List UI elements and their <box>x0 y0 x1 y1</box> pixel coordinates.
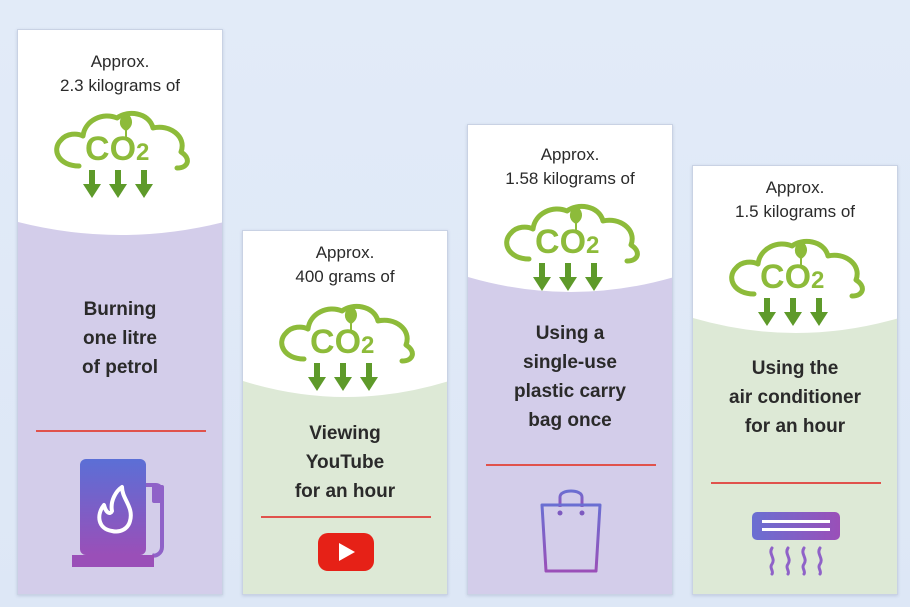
card-background <box>468 277 672 594</box>
co2-cloud-icon: CO2 <box>266 301 426 401</box>
card-youtube: Approx. 400 grams of CO2 Viewing YouTube… <box>242 230 448 595</box>
co2-c: C <box>85 130 110 168</box>
co2-cloud-icon: CO2 <box>41 108 201 208</box>
emission-amount: Approx. 400 grams of <box>295 243 395 286</box>
fuel-pump-icon <box>72 459 164 567</box>
co2-sub: 2 <box>586 232 600 259</box>
co2-o: O <box>559 223 587 261</box>
emission-amount: Approx. 2.3 kilograms of <box>60 52 180 95</box>
co2-cloud-icon: CO2 <box>716 236 876 336</box>
co2-c: C <box>535 223 560 261</box>
card-plastic-bag: Approx. 1.58 kilograms of CO2 Using a si… <box>467 124 673 595</box>
co2-sub: 2 <box>136 139 150 166</box>
divider <box>261 516 431 518</box>
co2-o: O <box>334 323 362 361</box>
card-background <box>693 318 897 594</box>
card-air-conditioner: Approx. 1.5 kilograms of CO2 Using the a… <box>692 165 898 595</box>
co2-o: O <box>784 258 812 296</box>
card-background <box>243 381 447 594</box>
shopping-bag-icon <box>540 489 602 573</box>
youtube-icon <box>318 533 374 571</box>
divider <box>486 464 656 466</box>
card-petrol: Approx. 2.3 kilograms of CO2 Burning one… <box>17 29 223 595</box>
co2-sub: 2 <box>361 332 375 359</box>
co2-c: C <box>760 258 785 296</box>
co2-c: C <box>310 323 335 361</box>
divider <box>36 430 206 432</box>
co2-sub: 2 <box>811 267 825 294</box>
activity-title: Burning one litre of petrol <box>82 299 158 378</box>
activity-title: Using the air conditioner for an hour <box>729 358 861 437</box>
co2-cloud-icon: CO2 <box>491 201 651 301</box>
air-conditioner-icon <box>752 512 840 576</box>
co2-o: O <box>109 130 137 168</box>
divider <box>711 482 881 484</box>
emission-amount: Approx. 1.58 kilograms of <box>505 145 635 188</box>
emission-amount: Approx. 1.5 kilograms of <box>735 178 855 221</box>
activity-title: Using a single-use plastic carry bag onc… <box>514 323 626 431</box>
activity-title: Viewing YouTube for an hour <box>294 423 396 502</box>
card-background <box>18 222 222 594</box>
